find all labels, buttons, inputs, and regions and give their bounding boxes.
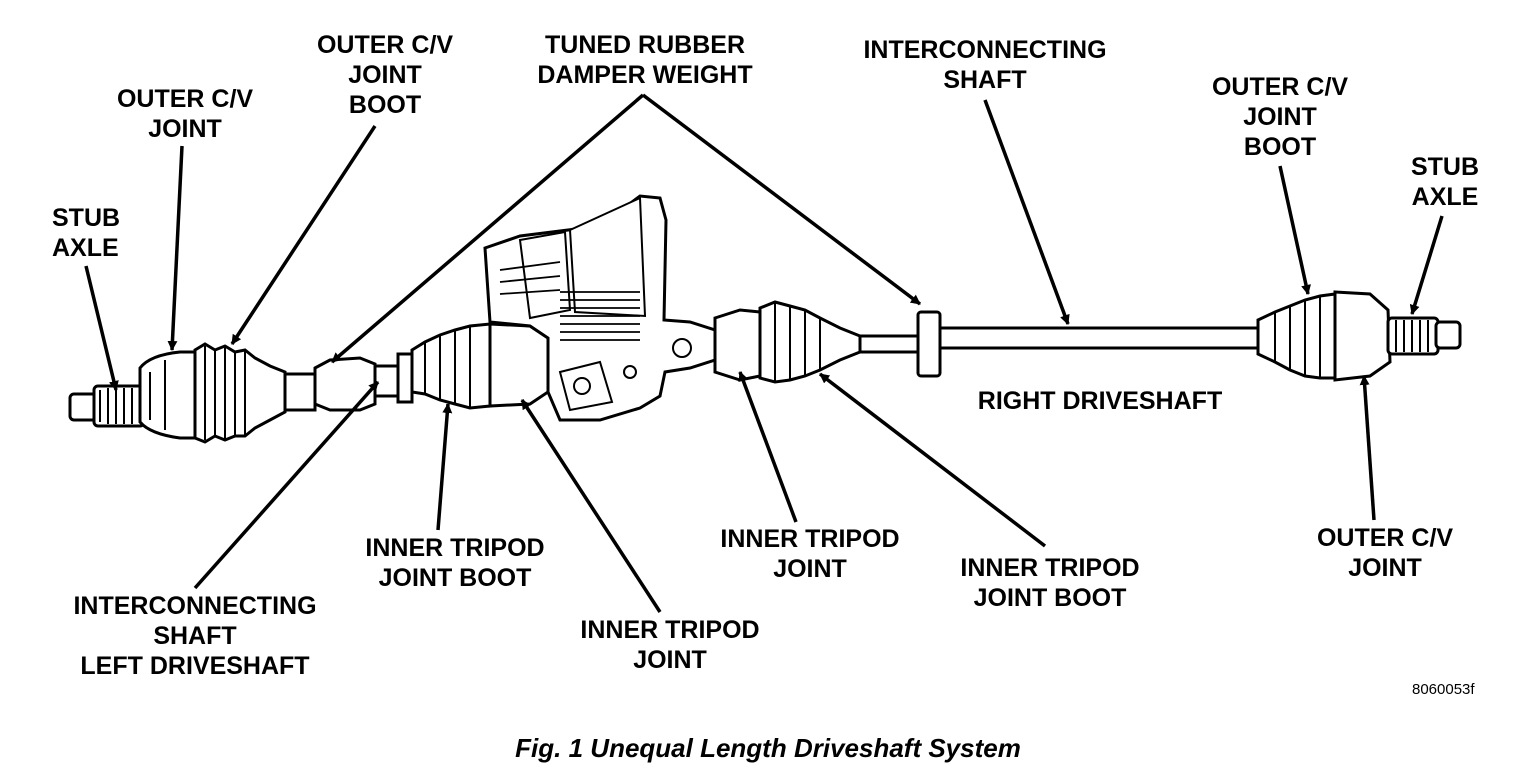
arrow-outer-cv-boot-right: [1278, 165, 1311, 295]
figure-caption: Fig. 1 Unequal Length Driveshaft System: [515, 733, 1021, 763]
arrow-interconnecting-left-driveshaft: [193, 380, 380, 590]
left-inner-tripod-housing: [488, 322, 550, 408]
label-right-driveshaft: RIGHT DRIVESHAFT: [977, 387, 1223, 415]
right-damper-weight: [916, 310, 942, 378]
right-stub-axle: [1386, 316, 1462, 356]
left-outer-cv-boot: [193, 342, 287, 444]
arrow-inner-tripod-boot-right: [818, 372, 1047, 548]
transaxle: [483, 194, 717, 422]
figure-code: 8060053f: [1412, 681, 1475, 698]
arrow-inner-tripod-boot-left: [436, 403, 453, 531]
arrow-damper-left: [330, 93, 645, 364]
arrow-inner-tripod-joint-right: [738, 371, 798, 523]
left-stub-axle: [68, 384, 146, 428]
left-outer-cv-joint: [138, 350, 197, 440]
right-driveshaft: [713, 290, 1462, 384]
left-interconnecting-shaft: [283, 352, 414, 412]
arrow-stub-axle-right: [1409, 215, 1444, 315]
right-interconnecting-shaft: [938, 326, 1262, 350]
arrow-outer-cv-joint-left: [167, 145, 184, 351]
right-inner-tripod-housing: [713, 308, 762, 382]
arrow-stub-axle-left: [84, 265, 119, 391]
arrow-interconnecting-shaft-right: [983, 99, 1070, 325]
left-inner-tripod-boot: [410, 322, 492, 410]
right-inner-tripod-boot: [758, 300, 862, 384]
arrow-inner-tripod-joint-left: [520, 399, 662, 613]
arrow-damper-right: [641, 93, 922, 306]
right-outer-cv-joint: [1333, 290, 1392, 382]
right-outer-cv-boot: [1256, 292, 1337, 380]
arrow-outer-cv-joint-right: [1359, 375, 1376, 521]
left-driveshaft: [68, 322, 550, 444]
arrow-outer-cv-boot-left: [230, 125, 377, 345]
